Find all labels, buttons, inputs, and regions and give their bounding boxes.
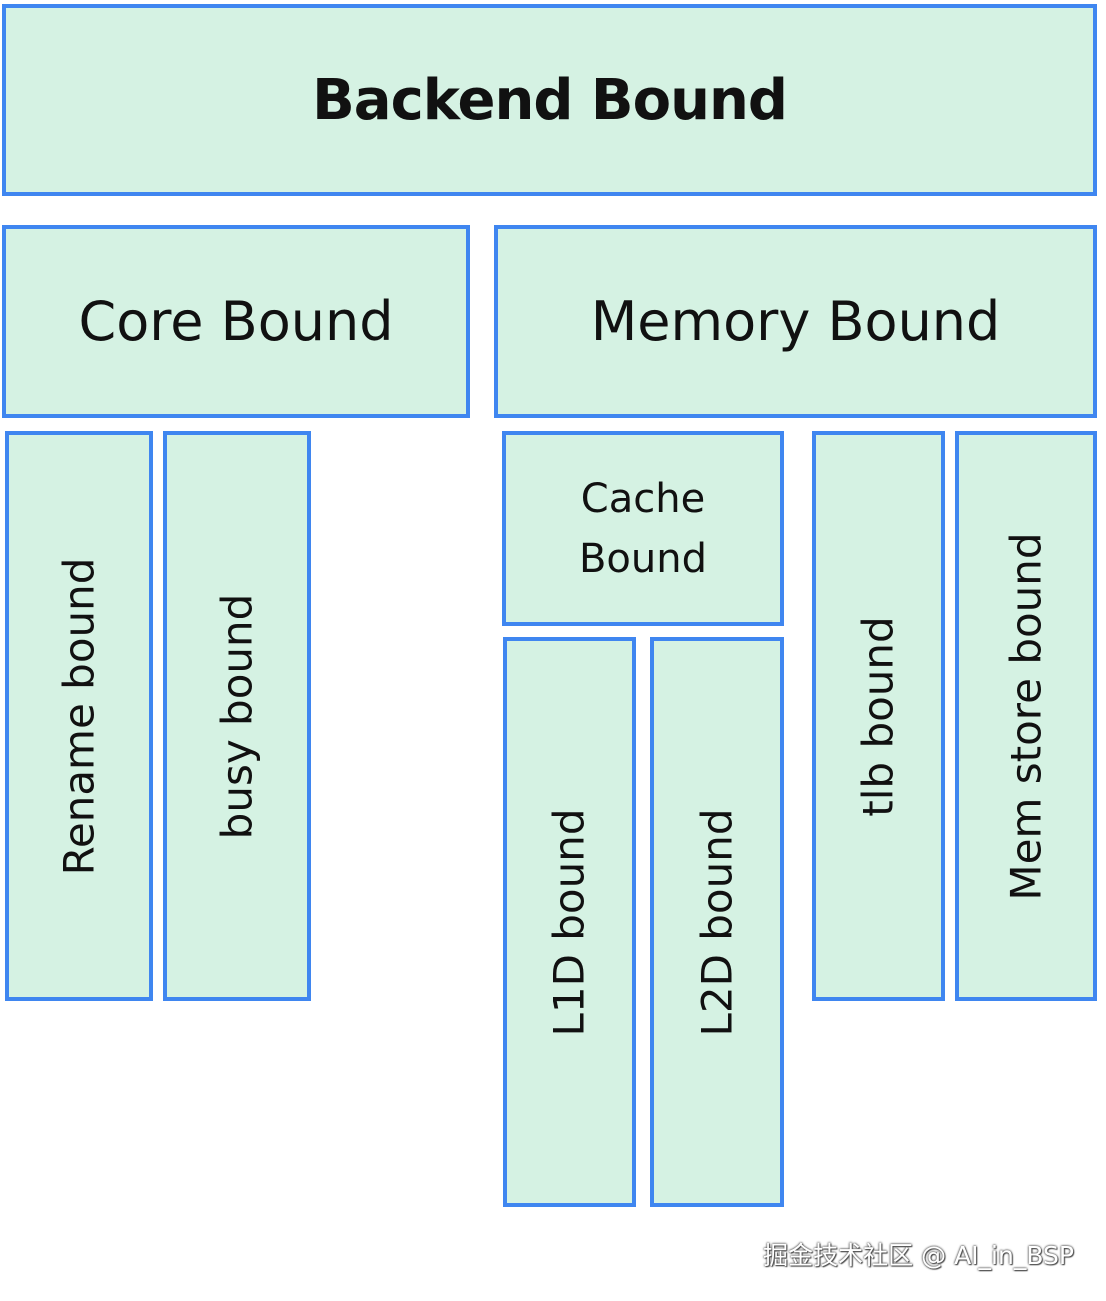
l1d-bound-label: L1D bound: [545, 807, 595, 1037]
core-bound-label: Core Bound: [78, 290, 394, 353]
rename-bound-label: Rename bound: [54, 557, 104, 875]
cache-bound-line2: Bound: [578, 535, 707, 582]
tlb-bound-label: tlb bound: [854, 615, 903, 817]
tlb-bound-box: tlb bound: [812, 431, 945, 1001]
busy-bound-label: busy bound: [212, 593, 262, 839]
mem-store-bound-box: Mem store bound: [955, 431, 1097, 1001]
backend-bound-label: Backend Bound: [312, 67, 788, 133]
mem-store-bound-label: Mem store bound: [1001, 531, 1051, 901]
busy-bound-box: busy bound: [163, 431, 311, 1001]
rename-bound-box: Rename bound: [5, 431, 153, 1001]
l2d-bound-box: L2D bound: [650, 637, 784, 1207]
l2d-bound-label: L2D bound: [692, 807, 742, 1037]
watermark: 掘金技术社区 @ AI_in_BSP: [763, 1241, 1074, 1270]
core-bound-box: Core Bound: [2, 225, 470, 418]
backend-bound-box: Backend Bound: [2, 4, 1097, 196]
memory-bound-box: Memory Bound: [494, 225, 1097, 418]
cache-bound-line1: Cache: [580, 475, 706, 522]
cache-bound-box: Cache Bound: [502, 431, 784, 626]
cache-bound-label: Cache Bound: [579, 469, 707, 589]
memory-bound-label: Memory Bound: [590, 290, 1001, 353]
l1d-bound-box: L1D bound: [503, 637, 636, 1207]
